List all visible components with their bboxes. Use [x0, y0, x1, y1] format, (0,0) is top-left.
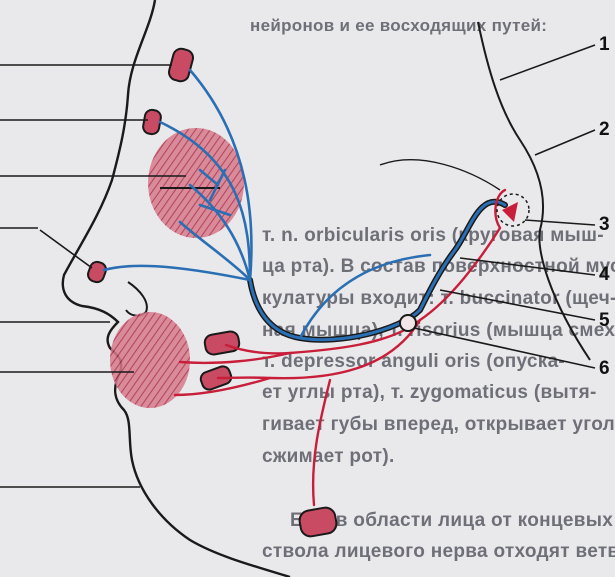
nerve-node-5: [400, 315, 416, 331]
ear-outline: [478, 22, 590, 360]
muscle-node-4: [204, 330, 241, 356]
callout-3: 3: [599, 214, 610, 236]
orbicularis-oris-muscle: [110, 312, 190, 408]
skull-line: [380, 160, 500, 190]
callout-6: 6: [599, 358, 610, 380]
face-profile-outline: [63, 0, 290, 577]
muscle-node-3: [86, 260, 108, 284]
callout-1: 1: [599, 34, 610, 56]
muscle-node-6: [298, 506, 338, 538]
callout-2: 2: [599, 119, 610, 141]
motor-nerve-trunk: [250, 202, 505, 340]
nostril-outline: [126, 282, 147, 316]
callout-4: 4: [599, 264, 610, 286]
callout-5: 5: [599, 310, 610, 332]
